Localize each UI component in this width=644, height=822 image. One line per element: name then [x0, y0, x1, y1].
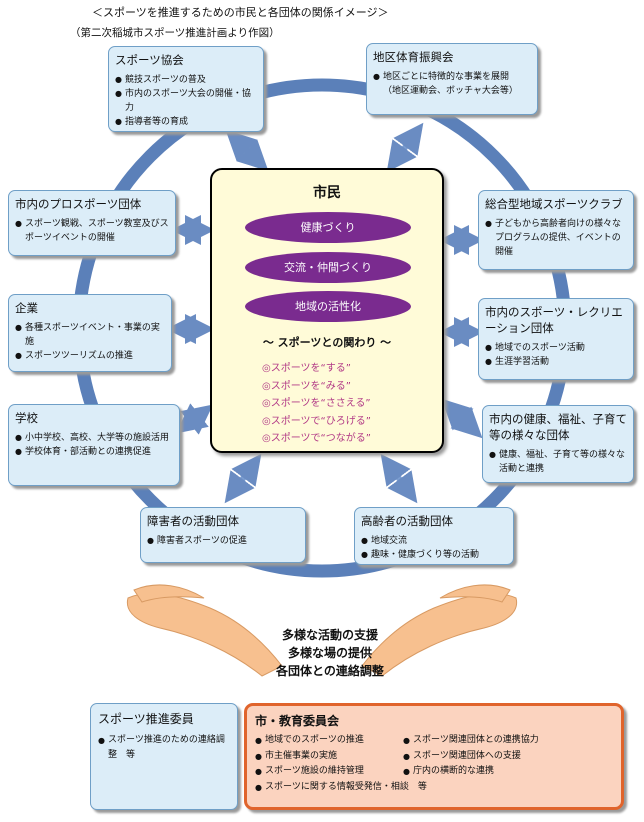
box-item: 障害者スポーツの促進 [147, 534, 299, 548]
box-title: 学校 [15, 411, 38, 425]
box-title: 市内の健康、福祉、子育て等の様々な団体 [489, 412, 627, 442]
diagram-subtitle: （第二次稲城市スポーツ推進計画より作図） [70, 27, 280, 39]
box-item: スポーツ施設の維持管理 [255, 764, 403, 780]
relation-list: ◎スポーツを“する” ◎スポーツを“みる” ◎スポーツを“ささえる” ◎スポーツ… [262, 360, 371, 448]
pill-revitalization: 地域の活性化 [245, 291, 411, 322]
box-item: 市主催事業の実施 [255, 749, 403, 765]
relation-heading: ～ スポーツとの関わり ～ [262, 336, 392, 349]
support-line: 各団体との連絡調整 [276, 664, 384, 678]
box-title: 地区体育振興会 [373, 50, 454, 64]
box-sports-promotion-committee: スポーツ推進委員 スポーツ推進のための連絡調整 等 [90, 703, 238, 810]
support-text: 多様な活動の支援 多様な場の提供 各団体との連絡調整 [250, 626, 410, 680]
box-pro-sports: 市内のプロスポーツ団体 スポーツ観戦、スポーツ教室及びスポーツイベントの開催 [8, 190, 176, 256]
box-item: （地区運動会、ボッチャ大会等） [383, 86, 518, 96]
box-title: 障害者の活動団体 [147, 514, 239, 528]
box-item: スポーツツーリズムの推進 [15, 349, 165, 363]
box-item: 競技スポーツの普及 [115, 73, 257, 87]
box-title: 企業 [15, 301, 38, 315]
box-disabled: 障害者の活動団体 障害者スポーツの促進 [140, 507, 306, 563]
box-title: スポーツ推進委員 [98, 712, 194, 726]
box-item: 趣味・健康づくり等の活動 [361, 548, 507, 562]
box-item: スポーツ推進のための連絡調整 等 [98, 733, 230, 763]
box-title: 市内のスポーツ・レクリエーション団体 [485, 305, 623, 335]
arrow-school [175, 403, 214, 435]
box-item: 各種スポーツイベント・事業の実施 [15, 321, 165, 349]
box-item: 地域でのスポーツ活動 [485, 341, 627, 355]
box-item: スポーツ関連団体への支援 [403, 749, 539, 765]
box-title: 高齢者の活動団体 [361, 514, 453, 528]
arrow-elderly [380, 453, 418, 504]
box-item: 庁内の横断的な連携 [403, 764, 539, 780]
box-item: 地区ごとに特徴的な事業を展開 [373, 70, 531, 84]
box-company: 企業 各種スポーツイベント・事業の実施 スポーツツーリズムの推進 [8, 294, 172, 372]
box-sports-association: スポーツ協会 競技スポーツの普及 市内のスポーツ大会の開催・協力 指導者等の育成 [108, 46, 264, 132]
box-item: スポーツ観戦、スポーツ教室及びスポーツイベントの開催 [15, 217, 169, 245]
connection-arrows [166, 122, 484, 504]
relation-item: ◎スポーツを“みる” [262, 380, 351, 392]
box-title: 総合型地域スポーツクラブ [485, 197, 623, 211]
diagram-title: ＜スポーツを推進するための市民と各団体の関係イメージ＞ [92, 6, 389, 19]
box-item: 地域交流 [361, 534, 507, 548]
arrow-sports-assoc [225, 129, 269, 172]
pill-exchange: 交流・仲間づくり [245, 252, 411, 283]
box-item: 生涯学習活動 [485, 355, 627, 369]
box-item: 健康、福祉、子育て等の様々な活動と連携 [489, 448, 627, 476]
supporting-hands-icon [126, 584, 518, 677]
box-city-board: 市・教育委員会 地域でのスポーツの推進 市主催事業の実施 スポーツ施設の維持管理… [244, 703, 624, 810]
box-district: 地区体育振興会 地区ごとに特徴的な事業を展開 （地区運動会、ボッチャ大会等） [366, 43, 538, 115]
arrow-welfare [441, 398, 483, 439]
box-school: 学校 小中学校、高校、大学等の施設活用 学校体育・部活動との連携促進 [8, 404, 180, 486]
box-title: スポーツ協会 [115, 53, 184, 67]
box-recreation: 市内のスポーツ・レクリエーション団体 地域でのスポーツ活動 生涯学習活動 [478, 298, 634, 380]
box-title: 市内のプロスポーツ団体 [15, 197, 142, 211]
relation-item: ◎スポーツを“ささえる” [262, 398, 371, 409]
box-item: 市内のスポーツ大会の開催・協力 [115, 87, 257, 115]
arrow-district [386, 122, 424, 173]
box-elderly: 高齢者の活動団体 地域交流 趣味・健康づくり等の活動 [354, 507, 514, 565]
arrow-disabled [224, 453, 262, 504]
citizen-box: 市民 健康づくり 交流・仲間づくり 地域の活性化 ～ スポーツとの関わり ～ ◎… [210, 168, 444, 453]
box-item: スポーツ関連団体との連携協力 [403, 733, 539, 749]
support-line: 多様な場の提供 [287, 646, 372, 660]
box-item: 指導者等の育成 [115, 115, 257, 129]
pill-health: 健康づくり [245, 212, 411, 243]
box-title: 市・教育委員会 [255, 714, 340, 728]
box-item: 小中学校、高校、大学等の施設活用 [15, 431, 173, 445]
box-item: スポーツに関する情報受発信・相談 等 [255, 780, 427, 796]
relation-item: ◎スポーツで“つながる” [262, 433, 371, 444]
box-item: 地域でのスポーツの推進 [255, 733, 403, 749]
box-item: 学校体育・部活動との連携促進 [15, 445, 173, 459]
citizen-title: 市民 [313, 185, 341, 201]
relation-item: ◎スポーツを“する” [262, 363, 351, 374]
box-welfare: 市内の健康、福祉、子育て等の様々な団体 健康、福祉、子育て等の様々な活動と連携 [482, 405, 634, 483]
box-community-club: 総合型地域スポーツクラブ 子どもから高齢者向けの様々なプログラムの提供、イベント… [478, 190, 634, 270]
relation-item: ◎スポーツで“ひろげる” [262, 415, 371, 427]
box-item: 子どもから高齢者向けの様々なプログラムの提供、イベントの開催 [485, 217, 627, 259]
support-line: 多様な活動の支援 [281, 628, 378, 642]
